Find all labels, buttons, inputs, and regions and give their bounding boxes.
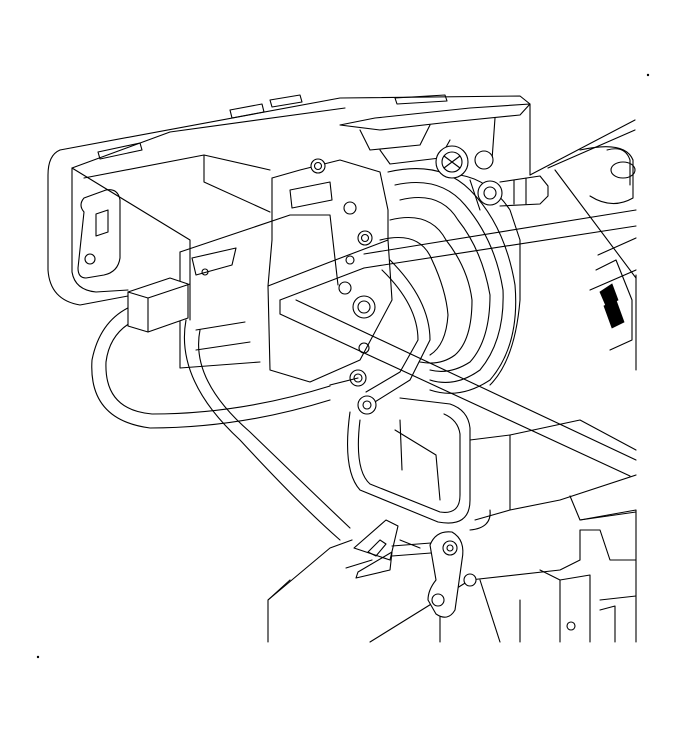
stray-mark bbox=[36, 655, 40, 659]
lower-housing bbox=[267, 509, 637, 643]
actuator-diaphragm bbox=[379, 168, 521, 394]
vacuum-hose bbox=[91, 305, 351, 541]
mounting-bracket bbox=[179, 214, 339, 369]
retaining-clip bbox=[345, 519, 421, 579]
vacuum-actuator bbox=[267, 158, 393, 383]
dashboard-housing bbox=[47, 94, 637, 321]
door-lever bbox=[391, 531, 477, 618]
side-louvers bbox=[589, 237, 637, 371]
stray-mark bbox=[646, 73, 650, 77]
actuator-rod bbox=[279, 209, 637, 477]
hose-connector bbox=[127, 277, 191, 333]
valve-fitting bbox=[435, 145, 549, 211]
blend-door-duct bbox=[346, 397, 637, 531]
